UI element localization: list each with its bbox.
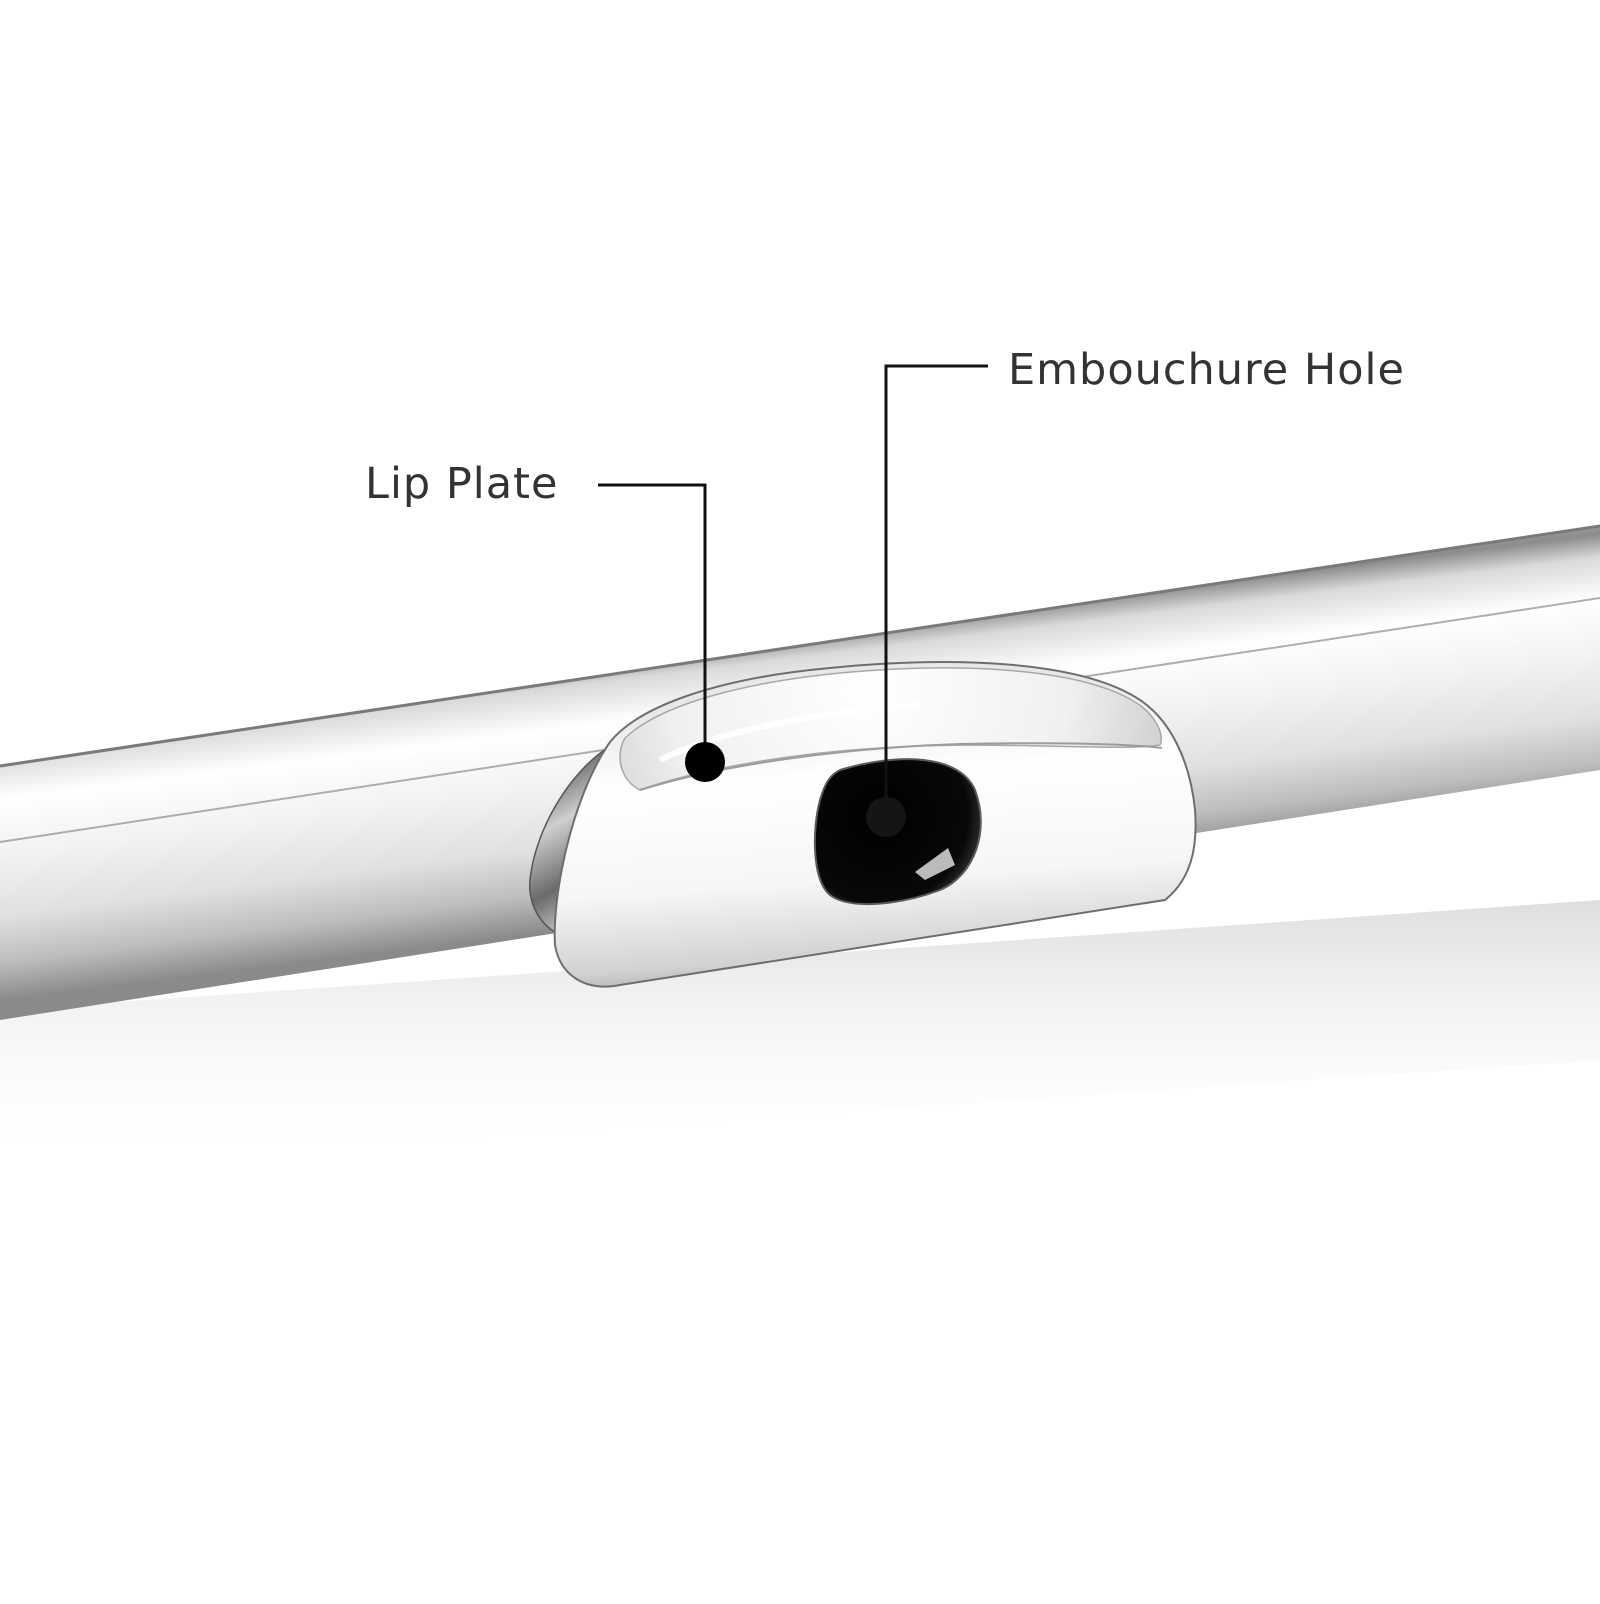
embouchure-hole-label: Embouchure Hole xyxy=(1008,345,1405,395)
hole-inner-reflection xyxy=(915,848,955,880)
embouchure-hole-leader-line xyxy=(884,364,988,815)
lip-plate-marker-dot xyxy=(685,742,725,782)
lip-plate-leader-line xyxy=(598,483,707,760)
tube-top-edge xyxy=(0,524,1600,768)
tube-shadow xyxy=(0,900,1600,1170)
lip-plate-label: Lip Plate xyxy=(365,459,558,509)
lip-plate-dome xyxy=(619,667,1162,791)
lip-plate-shine xyxy=(658,702,921,763)
embouchure-hole-marker-dot xyxy=(866,797,906,837)
